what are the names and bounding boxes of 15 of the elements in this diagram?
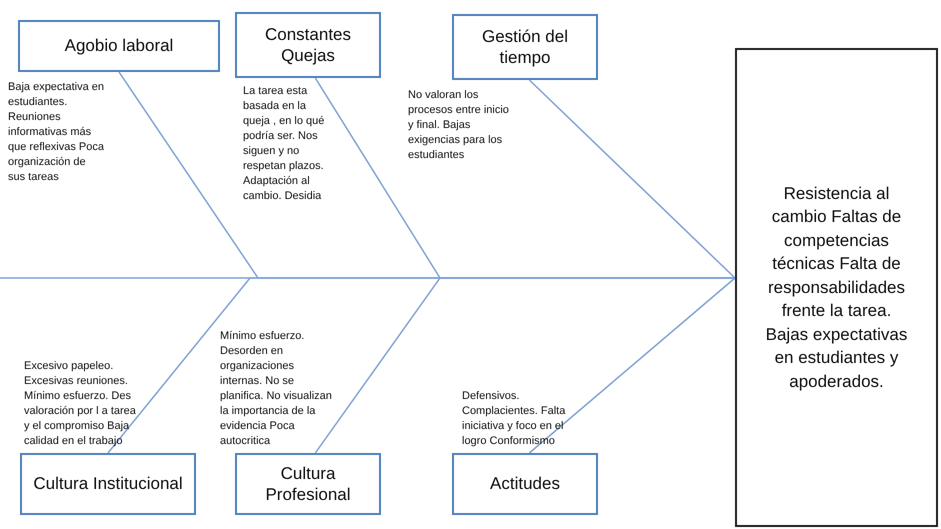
category-box: Gestión del tiempo: [452, 14, 598, 80]
cause-list: La tarea esta basada en la queja , en lo qué podría ser. Nos siguen y no respetan plazos. Adaptación al cambio. Desidia: [243, 84, 327, 204]
cause-list: Baja expectativa en estudiantes. Reuniones informativas más que reflexivas Poca organización de sus tareas: [8, 80, 104, 185]
category-box: Cultura Profesional: [235, 453, 381, 515]
fishbone-line: [528, 79, 736, 279]
category-box: Constantes Quejas: [235, 12, 381, 78]
category-box: Cultura Institucional: [20, 453, 196, 515]
cause-list: Mínimo esfuerzo. Desorden en organizaciones internas. No se planifica. No visualizan la importancia de la evidencia Poca autocritica: [220, 329, 338, 449]
category-box: Actitudes: [452, 453, 598, 515]
effect-box: Resistencia al cambio Faltas de competencias técnicas Falta de responsabilidades frente la tarea. Bajas expectativas en estudiantes y apoderados.: [735, 48, 938, 527]
cause-list: Defensivos. Complacientes. Falta iniciativa y foco en el logro Conformismo: [462, 389, 566, 449]
cause-list: Excesivo papeleo. Excesivas reuniones. Mínimo esfuerzo. Des valoración por l a tarea y el compromiso Baja calidad en el trabajo: [24, 359, 136, 449]
fishbone-line: [528, 277, 736, 454]
cause-list: No valoran los procesos entre inicio y final. Bajas exigencias para los estudiantes: [408, 88, 512, 163]
category-box: Agobio laboral: [18, 20, 220, 72]
